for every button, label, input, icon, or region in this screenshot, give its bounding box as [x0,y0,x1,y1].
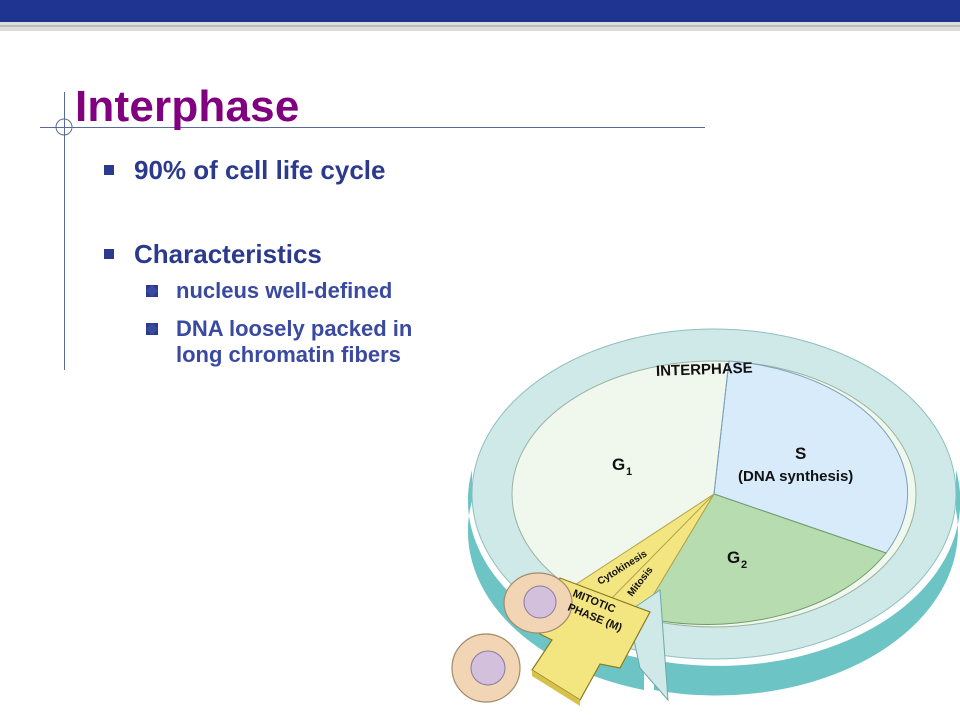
bullet-text: 90% of cell life cycle [134,155,386,185]
bullet-list: 90% of cell life cycle Characteristics n… [100,150,540,380]
mitotic-phase-label-line2: PHASE (M) [566,602,624,635]
g1-label: G [612,455,625,474]
decor-vertical-line [64,92,65,370]
ring-side [467,470,644,690]
mitotic-divider [609,493,715,601]
bullet-text: Characteristics [134,239,322,269]
sub-bullet-text: nucleus well-defined [176,278,393,303]
sub-bullet-text: DNA loosely packed in long chromatin fib… [176,316,413,367]
mitosis-label: Mitosis [626,565,656,599]
inner-disc [511,360,917,628]
g1-subscript: 1 [626,466,632,478]
daughter-cell-bottom [451,633,521,703]
sub-bullet-item-nucleus: nucleus well-defined [134,278,506,304]
top-bar-stripe [0,22,960,31]
ring-side [654,470,960,696]
s-phase-wedge [713,360,909,554]
g1-s-divider [713,360,730,495]
g2-subscript: 2 [741,559,747,571]
square-bullet-icon [104,249,114,259]
daughter-nucleus-bottom [470,650,506,686]
sub-bullet-item-dna: DNA loosely packed in long chromatin fib… [134,316,456,368]
daughter-nucleus-top [523,585,557,619]
mitotic-wedge [573,493,715,618]
diamond-bullet-icon [146,323,158,335]
sub-bullet-list: nucleus well-defined DNA loosely packed … [134,278,540,368]
mitotic-phase-arrow [531,577,651,701]
g2-phase-wedge [639,493,887,626]
page-title: Interphase [75,82,300,131]
decor-horizontal-line [40,127,705,128]
mitotic-phase-label-line1: MITOTIC [571,588,617,616]
mitotic-arrow-side [532,670,580,706]
interphase-ring [471,328,957,660]
bullet-item-characteristics: Characteristics nucleus well-defined DNA… [100,234,540,368]
g2-label: G [727,548,740,567]
square-bullet-icon [104,165,114,175]
diamond-bullet-icon [146,285,158,297]
crosshair-icon [55,118,73,136]
interphase-label: INTERPHASE [656,360,753,380]
top-bar [0,0,960,22]
s-label: S [795,444,806,463]
s-description: (DNA synthesis) [738,468,853,485]
ring-arrowhead [627,589,669,702]
cytokinesis-label: Cytokinesis [596,548,650,587]
bullet-item-life-cycle: 90% of cell life cycle [100,150,540,190]
daughter-cell-top [503,572,573,634]
